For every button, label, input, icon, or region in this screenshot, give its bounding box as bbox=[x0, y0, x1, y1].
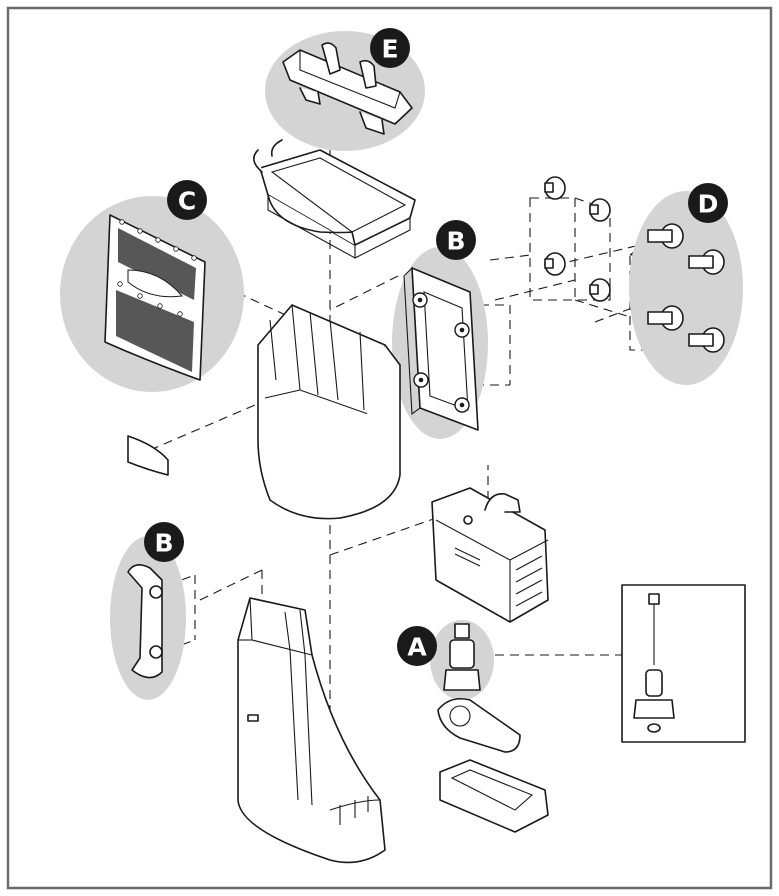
badge-d-label: D bbox=[698, 190, 719, 219]
part-d-screws bbox=[544, 176, 725, 353]
part-c-mesh-filter bbox=[104, 214, 206, 381]
badge-e-label: E bbox=[381, 35, 398, 64]
badge-d: D bbox=[688, 183, 728, 223]
part-b-gasket bbox=[403, 266, 479, 431]
badge-c: C bbox=[167, 180, 207, 220]
badge-a-label: A bbox=[407, 633, 427, 662]
part-b-bracket bbox=[127, 564, 163, 679]
badge-a: A bbox=[397, 626, 437, 666]
badge-b-top: B bbox=[436, 220, 476, 260]
badge-b-top-label: B bbox=[446, 227, 465, 256]
impeller-detail-inset bbox=[621, 584, 746, 743]
impeller-cover bbox=[437, 697, 521, 753]
badge-b-left: B bbox=[144, 522, 184, 562]
pump-housing bbox=[431, 487, 549, 623]
badge-c-label: C bbox=[178, 187, 196, 216]
filter-outer-body bbox=[237, 597, 386, 864]
filter-basket bbox=[257, 304, 401, 520]
highlight-d bbox=[629, 191, 743, 385]
badge-b-left-label: B bbox=[154, 529, 173, 558]
part-e-clip bbox=[282, 42, 413, 135]
badge-e: E bbox=[370, 28, 410, 68]
lid-tray bbox=[253, 139, 416, 259]
part-a-impeller bbox=[443, 623, 481, 691]
curved-insert bbox=[127, 435, 169, 476]
pump-base bbox=[439, 759, 549, 833]
